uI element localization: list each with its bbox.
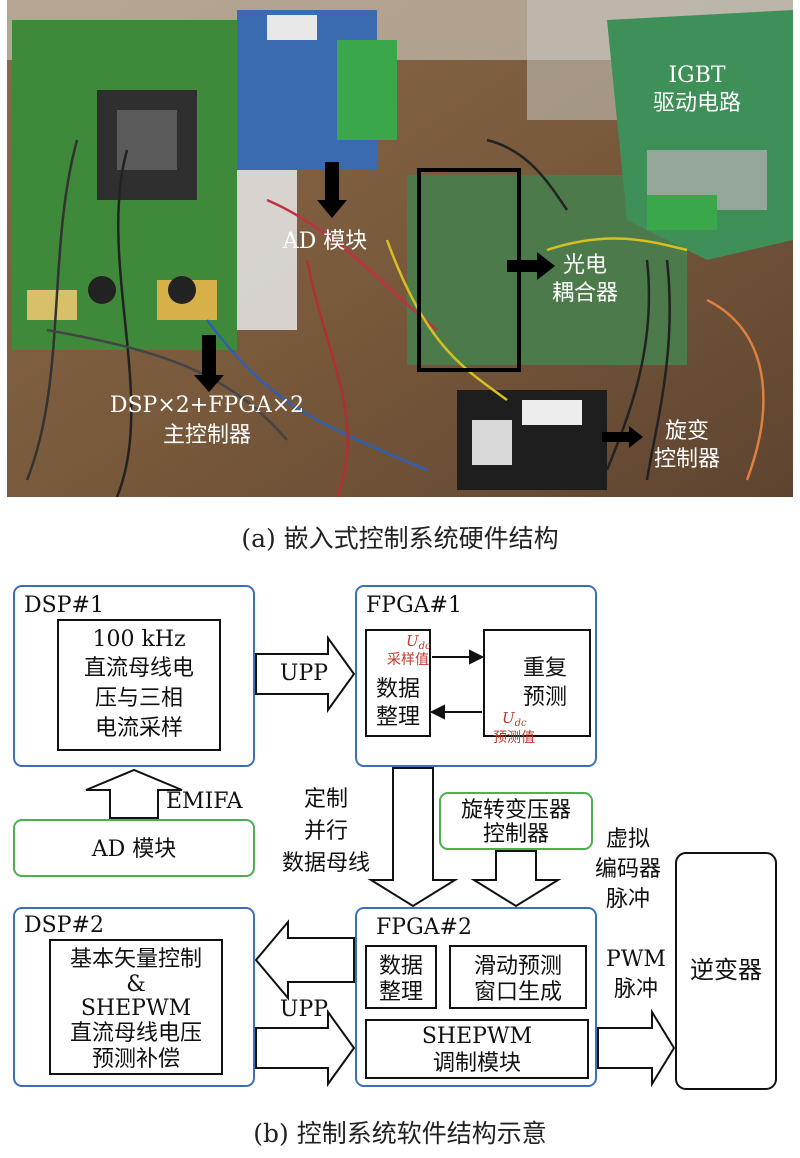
resolver-label-line1: 旋变 <box>665 419 709 444</box>
fpga2-window-box <box>449 945 587 1009</box>
virtual-encoder-line-2: 编码器 <box>595 857 661 882</box>
optocoupler-label-line2: 耦合器 <box>552 281 618 306</box>
pwm-line-1: PWM <box>606 947 666 972</box>
dsp1-line-4: 电流采样 <box>95 716 183 741</box>
fpga2-title: FPGA#2 <box>376 915 472 940</box>
fpga2-box <box>355 907 597 1087</box>
fpga1-box <box>355 585 597 767</box>
dsp1-line-2: 直流母线电 <box>84 656 194 681</box>
fpga2-data-line-1: 数据 <box>379 954 423 979</box>
custom-bus-line-2: 并行 <box>304 819 348 844</box>
inverter-box <box>675 852 777 1090</box>
ad-module-box <box>13 819 255 877</box>
hardware-photo: IGBT 驱动电路 AD 模块 光电 耦合器 DSP×2+FPGA×2 主控制器… <box>7 0 793 497</box>
fpga1-title: FPGA#1 <box>366 593 462 618</box>
dsp2-line-4: 直流母线电压 <box>70 1021 202 1046</box>
photo-arrows <box>194 162 643 448</box>
custom-bus-line-3: 数据母线 <box>282 851 370 876</box>
main-controller-label-line2: 主控制器 <box>163 423 251 448</box>
udc-sample-label: 采样值 <box>387 652 429 668</box>
virtual-encoder-line-1: 虚拟 <box>606 827 650 852</box>
main-controller-label-line1: DSP×2+FPGA×2 <box>110 393 304 418</box>
udc-predict-label: 预测值 <box>493 730 535 746</box>
dsp2-line-1: 基本矢量控制 <box>70 947 202 972</box>
dsp1-box <box>13 585 255 767</box>
emifa-label: EMIFA <box>166 789 244 814</box>
resolver-line-2: 控制器 <box>483 822 549 847</box>
dsp2-box <box>13 907 255 1087</box>
dsp1-title: DSP#1 <box>24 593 104 618</box>
resolver-line-1: 旋转变压器 <box>461 798 571 823</box>
upp-bottom-right-arrow <box>255 1008 356 1088</box>
fpga2-shepwm-line-2: 调制模块 <box>433 1051 521 1076</box>
fpga2-shepwm-line-1: SHEPWM <box>422 1024 532 1049</box>
emifa-arrow <box>85 768 183 819</box>
pwm-arrow <box>597 1008 676 1088</box>
fpga2-data-box <box>365 945 437 1009</box>
ad-module-label-b: AD 模块 <box>91 837 177 862</box>
ad-module-label: AD 模块 <box>282 229 368 254</box>
fpga2-window-line-2: 窗口生成 <box>474 980 562 1005</box>
caption-a: (a) 嵌入式控制系统硬件结构 <box>241 524 559 553</box>
custom-bus-arrow <box>367 767 459 908</box>
dsp1-line-3: 压与三相 <box>95 686 183 711</box>
fpga1-right-line-1: 重复 <box>523 656 567 681</box>
resolver-box <box>439 792 593 850</box>
dsp2-control-box <box>49 939 223 1075</box>
igbt-label-line2: 驱动电路 <box>653 91 741 116</box>
fpga1-left-line-1: 数据 <box>376 677 420 702</box>
upp-bottom-left-arrow <box>254 919 355 1001</box>
caption-b: (b) 控制系统软件结构示意 <box>253 1119 547 1148</box>
inverter-label: 逆变器 <box>690 956 762 984</box>
igbt-label-line1: IGBT <box>668 63 725 88</box>
udc-predict-symbol: Udc <box>502 709 527 729</box>
dsp2-line-5: 预测补偿 <box>92 1047 180 1072</box>
fpga2-window-line-1: 滑动预测 <box>474 954 562 979</box>
software-structure-diagram: DSP#1 100 kHz 直流母线电 压与三相 电流采样 FPGA#1 数据 … <box>13 585 777 1090</box>
fpga1-left-line-2: 整理 <box>376 705 420 730</box>
dsp1-line-1: 100 kHz <box>92 627 185 652</box>
upp-top-arrow <box>255 634 356 714</box>
custom-bus-line-1: 定制 <box>304 787 348 812</box>
upp-top-label: UPP <box>280 661 328 686</box>
fpga1-predict-box <box>483 629 591 737</box>
dsp2-line-2: & <box>126 972 146 997</box>
resolver-label-line2: 控制器 <box>654 447 720 472</box>
fpga1-right-line-2: 预测 <box>523 685 567 710</box>
resolver-arrow <box>470 850 562 908</box>
dsp1-sampling-box <box>57 619 221 751</box>
fpga2-data-line-2: 整理 <box>379 980 423 1005</box>
dsp2-title: DSP#2 <box>24 913 104 938</box>
optocoupler-label-line1: 光电 <box>563 253 607 278</box>
pwm-line-2: 脉冲 <box>614 977 658 1002</box>
dsp2-line-3: SHEPWM <box>81 996 191 1021</box>
udc-sample-symbol: Udc <box>406 632 431 652</box>
fpga1-data-box <box>365 629 431 737</box>
virtual-encoder-line-3: 脉冲 <box>606 887 650 912</box>
upp-bottom-label: UPP <box>280 997 328 1022</box>
photo-wires <box>25 138 765 497</box>
fpga2-shepwm-box <box>365 1019 589 1079</box>
